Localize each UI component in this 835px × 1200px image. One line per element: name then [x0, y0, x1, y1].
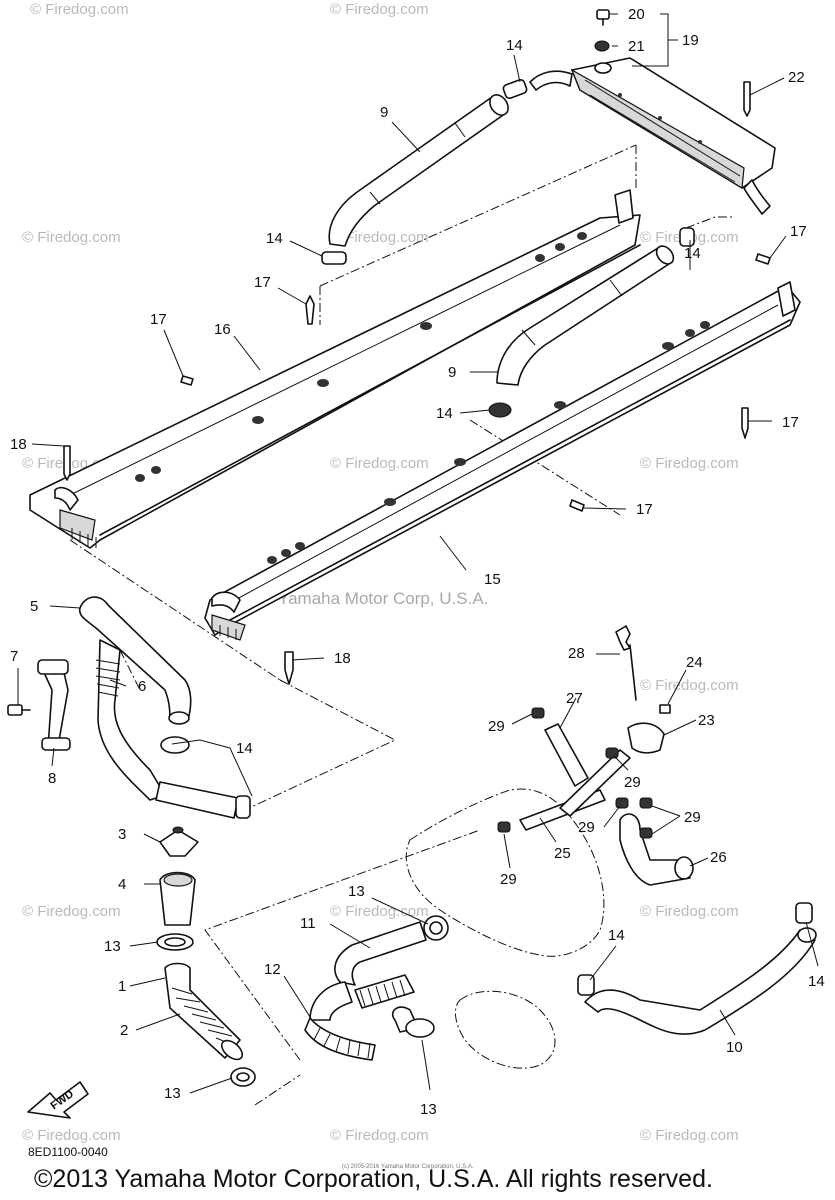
- callout-14: 14: [808, 973, 825, 990]
- callout-17: 17: [636, 501, 653, 518]
- upper-heat-exchanger: [529, 9, 776, 215]
- watermark: © Firedog.com: [330, 229, 429, 246]
- callout-14: 14: [236, 740, 253, 757]
- callout-15: 15: [484, 571, 501, 588]
- callout-3: 3: [118, 826, 126, 843]
- watermark: © Firedog.com: [22, 229, 121, 246]
- watermark: © Firedog.com: [640, 677, 739, 694]
- left-hose-assembly: [7, 596, 256, 1087]
- callout-17: 17: [150, 311, 167, 328]
- callout-27: 27: [566, 690, 583, 707]
- callout-17: 17: [782, 414, 799, 431]
- callout-7: 8: [48, 770, 56, 787]
- callout-29: 29: [578, 819, 595, 836]
- callout-18: 18: [334, 650, 351, 667]
- callout-14: 14: [266, 230, 283, 247]
- callout-22: 22: [788, 69, 805, 86]
- copyright: ©2013 Yamaha Motor Corporation, U.S.A. A…: [34, 1165, 713, 1193]
- rivets: [63, 81, 771, 685]
- callout-5: 5: [30, 598, 38, 615]
- drawing-code: 8ED1100-0040: [28, 1145, 108, 1159]
- watermark: © Firedog.com: [22, 903, 121, 920]
- callout-29: 29: [488, 718, 505, 735]
- watermark: © Firedog.com: [330, 903, 429, 920]
- callout-11: 11: [300, 915, 316, 932]
- callout-2: 2: [120, 1022, 128, 1039]
- watermark: © Firedog.com: [330, 455, 429, 472]
- callout-28: 28: [568, 645, 585, 662]
- watermarks: © Firedog.com © Firedog.com © Firedog.co…: [22, 1, 739, 1144]
- callout-19: 19: [682, 32, 699, 49]
- callout-16: 16: [214, 321, 231, 338]
- callout-21: 21: [628, 38, 645, 55]
- watermark: © Firedog.com: [330, 1127, 429, 1144]
- callout-8: 7: [10, 648, 18, 665]
- callout-13: 13: [164, 1085, 181, 1102]
- watermark: © Firedog.com: [640, 903, 739, 920]
- callout-1: 1: [118, 978, 126, 995]
- reference-lines: [69, 144, 735, 1106]
- rail-heat-exchanger-right: [204, 281, 801, 641]
- callout-9: 9: [380, 104, 388, 121]
- callout-labels: 20 21 19 22 14 9 14 17 17 16 18 14 17 9 …: [10, 6, 825, 1118]
- callout-14: 14: [684, 245, 701, 262]
- bypass-assembly: [497, 625, 694, 886]
- callout-14: 14: [608, 927, 625, 944]
- forward-direction-arrow: FWD: [27, 1081, 89, 1119]
- watermark: © Firedog.com: [22, 1127, 121, 1144]
- callout-20: 20: [628, 6, 645, 23]
- hose-upper: [321, 78, 528, 265]
- callout-25: 25: [554, 845, 571, 862]
- callout-23: 23: [698, 712, 715, 729]
- engine-outline: [405, 788, 605, 1069]
- callout-12: 12: [264, 961, 281, 978]
- watermark: © Firedog.com: [640, 455, 739, 472]
- callout-29: 29: [500, 871, 517, 888]
- callout-14: 14: [436, 405, 453, 422]
- small-print: (c) 2005-2016 Yamaha Motor Corporation, …: [342, 1164, 474, 1170]
- callout-13: 13: [420, 1101, 437, 1118]
- rail-heat-exchanger-left: [29, 189, 641, 549]
- callout-4: 4: [118, 876, 126, 893]
- callout-29: 29: [624, 774, 641, 791]
- watermark-center: Yamaha Motor Corp, U.S.A.: [278, 589, 488, 608]
- callout-9: 9: [448, 364, 456, 381]
- callout-24: 24: [686, 654, 703, 671]
- watermark: © Firedog.com: [640, 1127, 739, 1144]
- watermark: © Firedog.com: [330, 1, 429, 18]
- leader-lines: [17, 13, 819, 1094]
- callout-17: 17: [790, 223, 807, 240]
- watermark: © Firedog.com: [30, 1, 129, 18]
- callout-17: 17: [254, 274, 271, 291]
- callout-26: 26: [710, 849, 727, 866]
- callout-6: 6: [138, 678, 146, 695]
- callout-13: 13: [104, 938, 121, 955]
- callout-29: 29: [684, 809, 701, 826]
- callout-10: 10: [726, 1039, 743, 1056]
- lower-hoses: [304, 902, 817, 1061]
- callout-14: 14: [506, 37, 523, 54]
- callout-13: 13: [348, 883, 365, 900]
- callout-18: 18: [10, 436, 27, 453]
